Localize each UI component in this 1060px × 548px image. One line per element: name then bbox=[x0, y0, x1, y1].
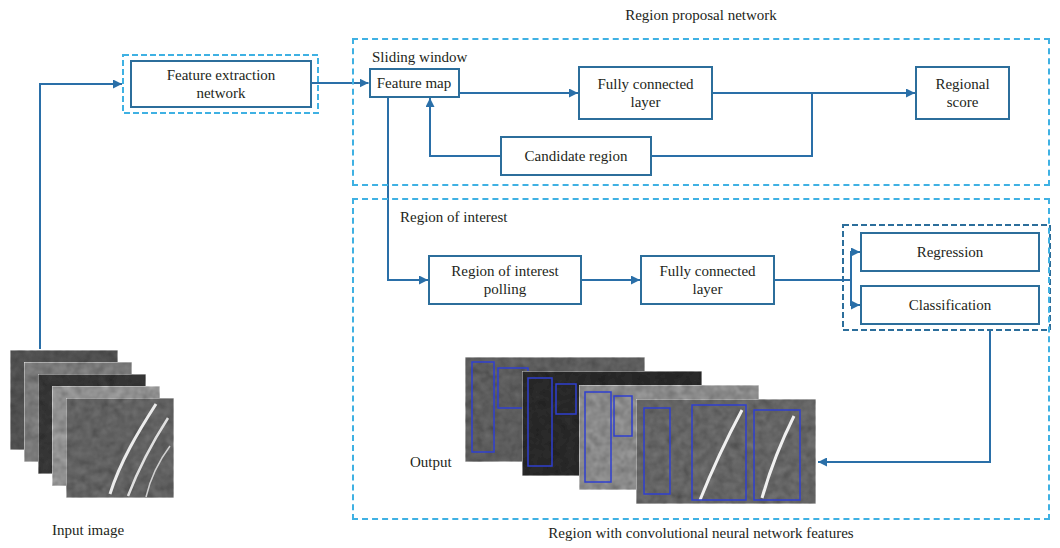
flow-arrow bbox=[582, 279, 640, 281]
box-label: Feature map bbox=[377, 74, 452, 92]
process-box: Regional score bbox=[915, 66, 1010, 120]
process-box: Region of interest polling bbox=[428, 255, 582, 305]
output-arrow bbox=[818, 331, 990, 462]
output-box: Classification bbox=[860, 285, 1040, 325]
box-label: Classification bbox=[909, 296, 992, 314]
flow-arrow bbox=[312, 82, 369, 84]
output-image-stack bbox=[465, 357, 816, 504]
image-caption: Output bbox=[410, 453, 452, 471]
dashed-group: Feature map Fully connected layer Regional… bbox=[352, 38, 1050, 186]
box-label: Fully connected layer bbox=[652, 262, 764, 298]
flow-arrow bbox=[430, 98, 500, 156]
box-label: Feature extraction network bbox=[151, 66, 291, 102]
group-title: Region proposal network bbox=[354, 6, 1048, 24]
flow-arrow bbox=[460, 92, 579, 94]
image-caption: Input image bbox=[52, 521, 124, 539]
input-image-stack bbox=[10, 350, 174, 498]
group-subtitle: Region of interest bbox=[400, 208, 507, 226]
group-subtitle: Sliding window bbox=[372, 48, 467, 66]
output-box: Regression bbox=[860, 232, 1040, 272]
process-box: Feature extraction network bbox=[130, 60, 312, 108]
dashed-group: Region of interest polling Fully connecte… bbox=[352, 198, 1050, 520]
box-label: Regression bbox=[917, 243, 984, 261]
group-title: Region with convolutional neural network… bbox=[354, 524, 1048, 542]
dashed-frame bbox=[843, 225, 1050, 330]
flow-arrow bbox=[775, 252, 860, 280]
box-label: Candidate region bbox=[525, 147, 628, 165]
box-label: Region of interest polling bbox=[441, 262, 569, 298]
flow-arrow bbox=[388, 98, 428, 280]
process-box: Fully connected layer bbox=[640, 255, 775, 305]
box-label: Regional score bbox=[927, 75, 999, 111]
process-box: Fully connected layer bbox=[578, 66, 713, 120]
process-box: Feature map bbox=[369, 68, 460, 98]
process-box: Candidate region bbox=[500, 136, 652, 176]
input-arrow bbox=[40, 84, 122, 349]
box-label: Fully connected layer bbox=[590, 75, 702, 111]
flow-arrow bbox=[775, 280, 860, 305]
dashed-frame bbox=[123, 55, 318, 113]
